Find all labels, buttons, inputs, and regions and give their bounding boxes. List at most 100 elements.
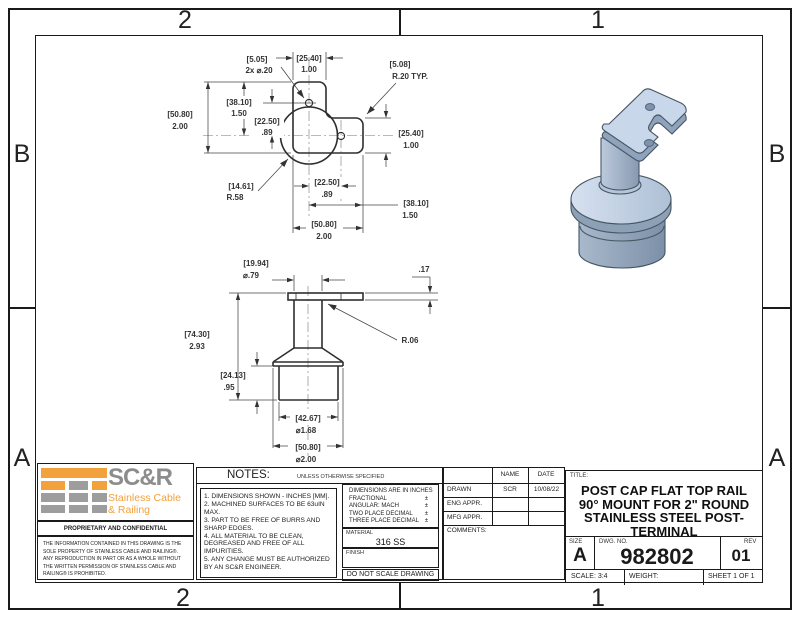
zone-label: 2 <box>178 6 192 34</box>
zone-label: B <box>768 140 786 168</box>
title-line: TERMINAL <box>630 523 698 539</box>
tolerance-label: FRACTIONAL <box>349 495 388 502</box>
dwg-no-value: 982802 <box>620 544 694 569</box>
dwg-no-label: DWG. NO. <box>599 539 628 545</box>
dim-label-in: 1.00 <box>301 65 317 74</box>
tolerance-pm: ± <box>424 518 428 525</box>
tolerance-pm: ± <box>424 510 428 517</box>
dim-label-in: ⌀2.00 <box>296 455 317 464</box>
zone-label: 1 <box>591 584 605 612</box>
note-item: 5. ANY CHANGE MUST BE AUTHORIZED BY AN S… <box>204 556 330 572</box>
holes <box>304 98 346 141</box>
tolerance-box: DIMENSIONS ARE IN INCHES FRACTIONAL ± ANG… <box>342 484 439 528</box>
label-masks <box>222 96 344 241</box>
dim-label-mm: [25.40] <box>398 129 424 138</box>
company-name: SC&R <box>108 464 173 491</box>
dim-label-in: .95 <box>223 383 235 392</box>
dim-label-in: 2.00 <box>316 232 332 241</box>
dim-label-mm: [5.05] <box>247 55 268 64</box>
dim-label-in: .17 <box>418 265 430 274</box>
dim-label-in: 2.00 <box>172 122 188 131</box>
col-header-name: NAME <box>500 471 520 478</box>
dimension-labels: [19.94] ⌀.79 .17 [74.30] 2.93 R.06 [24.1… <box>184 259 430 464</box>
approval-row-label: ENG APPR. <box>447 500 483 507</box>
tolerance-label: ANGULAR: MACH <box>349 503 400 510</box>
drawing-title: POST CAP FLAT TOP RAIL 90° MOUNT FOR 2" … <box>566 484 762 538</box>
tolerance-pm: ± <box>424 503 428 510</box>
notes-heading: NOTES: <box>227 469 270 481</box>
size-label: SIZE <box>569 539 583 545</box>
dim-label-mm: [50.80] <box>311 220 337 229</box>
dim-label-in: R.58 <box>227 193 244 202</box>
dim-label-in: 1.00 <box>403 141 419 150</box>
iso-hole <box>643 139 655 147</box>
top-view: [5.05] 2x ⌀.20 [25.40] 1.00 [5.08] R.20 … <box>167 52 429 241</box>
size-value: A <box>573 545 587 566</box>
sheet-inner-frame <box>35 35 763 583</box>
title-block: TITLE: POST CAP FLAT TOP RAIL 90° MOUNT … <box>565 470 763 585</box>
side-view: [19.94] ⌀.79 .17 [74.30] 2.93 R.06 [24.1… <box>184 259 438 464</box>
zone-tick-bottom <box>399 583 401 610</box>
leader-line <box>327 303 398 341</box>
approvals-table: NAME DATE DRAWN SCR 10/08/22 ENG APPR. M… <box>443 467 566 580</box>
approval-row-label: MFG APPR. <box>447 514 483 521</box>
title-line: STAINLESS STEEL POST- <box>584 510 744 525</box>
dim-label-in: R.06 <box>402 336 419 345</box>
confidential-banner: PROPRIETARY AND CONFIDENTIAL <box>37 521 194 536</box>
dim-label-in: ⌀.79 <box>243 271 259 280</box>
title-label: TITLE: <box>570 473 589 479</box>
dim-label-in: .89 <box>261 128 273 137</box>
dim-label-in: R.20 TYP. <box>392 72 428 81</box>
rev-value: 01 <box>731 546 751 565</box>
notes-list: 1. DIMENSIONS SHOWN - INCHES [MM]. 2. MA… <box>200 488 337 578</box>
scale-value: SCALE: 3:4 <box>571 573 608 580</box>
tolerance-line: DIMENSIONS ARE IN INCHES <box>349 488 433 494</box>
size-dwg-rev-row: SIZE A DWG. NO. 982802 REV 01 <box>566 536 762 570</box>
hole <box>336 131 346 141</box>
zone-tick-left <box>8 307 35 309</box>
legal-notice: THE INFORMATION CONTAINED IN THIS DRAWIN… <box>37 536 194 580</box>
note-item: 4. ALL MATERIAL TO BE CLEAN, DEGREASED A… <box>204 532 305 556</box>
zone-label: B <box>13 140 31 168</box>
dim-label-in: 2.93 <box>189 342 205 351</box>
company-tagline: & Railing <box>108 504 151 516</box>
dim-label-mm: [74.30] <box>184 330 210 339</box>
company-tagline: Stainless Cable <box>108 492 181 504</box>
zone-label: A <box>13 444 31 472</box>
dim-label-mm: [22.50] <box>254 117 280 126</box>
approval-row-label: DRAWN <box>447 486 472 493</box>
zone-label: 2 <box>176 584 190 612</box>
notes-header: NOTES: UNLESS OTHERWISE SPECIFIED <box>197 468 442 484</box>
isometric-view <box>570 88 687 269</box>
zone-tick-top <box>399 8 401 35</box>
rev-label: REV <box>744 539 757 545</box>
dim-label-mm: [42.67] <box>295 414 321 423</box>
zone-label: 1 <box>591 6 605 34</box>
dimension-lines <box>204 52 398 233</box>
finish-box: FINISH <box>342 548 439 568</box>
scale-weight-sheet-row: SCALE: 3:4 WEIGHT: SHEET 1 OF 1 <box>566 569 762 585</box>
approval-date: 10/08/22 <box>533 486 560 493</box>
finish-label: FINISH <box>346 550 365 556</box>
dim-label-mm: [5.08] <box>390 60 411 69</box>
title-line: POST CAP FLAT TOP RAIL <box>581 483 747 498</box>
material-box: MATERIAL 316 SS <box>342 528 439 548</box>
note-item: 2. MACHINED SURFACES TO BE 63uIN MAX. <box>204 500 325 516</box>
dim-label-mm: [14.61] <box>228 182 254 191</box>
do-not-scale-box: DO NOT SCALE DRAWING <box>342 569 439 581</box>
dim-label-mm: [25.40] <box>296 54 322 63</box>
tolerance-pm: ± <box>424 495 428 502</box>
dim-label-mm: [50.80] <box>167 110 193 119</box>
approval-name: SCR <box>503 486 517 493</box>
centerlines <box>203 57 396 241</box>
dim-label-in: .89 <box>321 190 333 199</box>
label-masks <box>288 412 327 453</box>
company-logo-icon <box>41 468 107 514</box>
dim-label-in: ⌀1.68 <box>296 426 317 435</box>
iso-plate-top <box>601 88 687 154</box>
note-item: 3. PART TO BE FREE OF BURRS AND SHARP ED… <box>204 516 321 532</box>
dim-label-mm: [50.80] <box>295 443 321 452</box>
part-edges <box>295 293 342 300</box>
